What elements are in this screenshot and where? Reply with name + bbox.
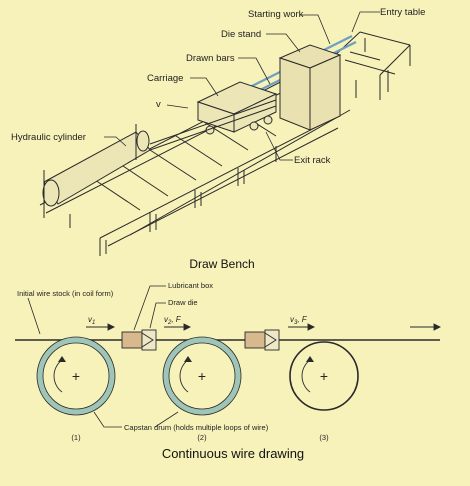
carriage: [196, 81, 278, 135]
drawing-chain: [149, 99, 277, 151]
draw-bench-labels: Starting work Entry table Die stand Draw…: [11, 7, 425, 166]
stage-2-label: (2): [197, 433, 207, 442]
draw-die-label: Draw die: [168, 298, 198, 307]
entry-table: [329, 31, 411, 100]
entry-table-label: Entry table: [380, 7, 425, 18]
initial-wire-stock-label: Initial wire stock (in coil form): [17, 289, 114, 298]
capstan-drum-label: Capstan drum (holds multiple loops of wi…: [124, 423, 269, 432]
draw-bench-caption: Draw Bench: [189, 257, 254, 271]
stage-3-label: (3): [319, 433, 329, 442]
hydraulic-cylinder-label: Hydraulic cylinder: [11, 132, 86, 143]
direction-arrows: [86, 323, 442, 331]
die-station-2: [244, 329, 280, 351]
capstan-drum-1: [36, 336, 116, 416]
die-stand: [278, 44, 342, 131]
lubricant-box-label: Lubricant box: [168, 281, 213, 290]
stage-1-label: (1): [71, 433, 81, 442]
starting-work-label: Starting work: [248, 9, 304, 20]
wire-drawing-leader-lines: [27, 285, 179, 428]
exit-rack-label: Exit rack: [294, 155, 331, 166]
v2-force-label: v2, F: [164, 315, 182, 326]
v3-force-label: v3, F: [290, 315, 308, 326]
drum-2-center-mark: +: [198, 368, 206, 384]
hydraulic-cylinder: [42, 124, 151, 218]
capstan-drum-3: [289, 341, 359, 411]
rotation-arrow-3: [301, 359, 311, 393]
rotation-arrow-2: [179, 359, 189, 393]
capstan-drum-2: [162, 336, 242, 416]
die-station-1: [121, 329, 157, 351]
draw-bench-leader-lines: [104, 11, 380, 161]
v1-label: v1: [88, 315, 95, 326]
velocity-label: v: [156, 99, 161, 110]
drum-1-center-mark: +: [72, 368, 80, 384]
wire-drawing-caption: Continuous wire drawing: [162, 446, 304, 461]
wire-drawing-illustration: + + +: [15, 285, 442, 428]
draw-bench-illustration: [39, 31, 411, 256]
rotation-arrow-1: [53, 359, 63, 393]
carriage-label: Carriage: [147, 73, 183, 84]
drum-3-center-mark: +: [320, 368, 328, 384]
drawn-bars-label: Drawn bars: [186, 53, 235, 64]
die-stand-label: Die stand: [221, 29, 261, 40]
wire-drawing-labels: Initial wire stock (in coil form) Lubric…: [17, 281, 329, 442]
